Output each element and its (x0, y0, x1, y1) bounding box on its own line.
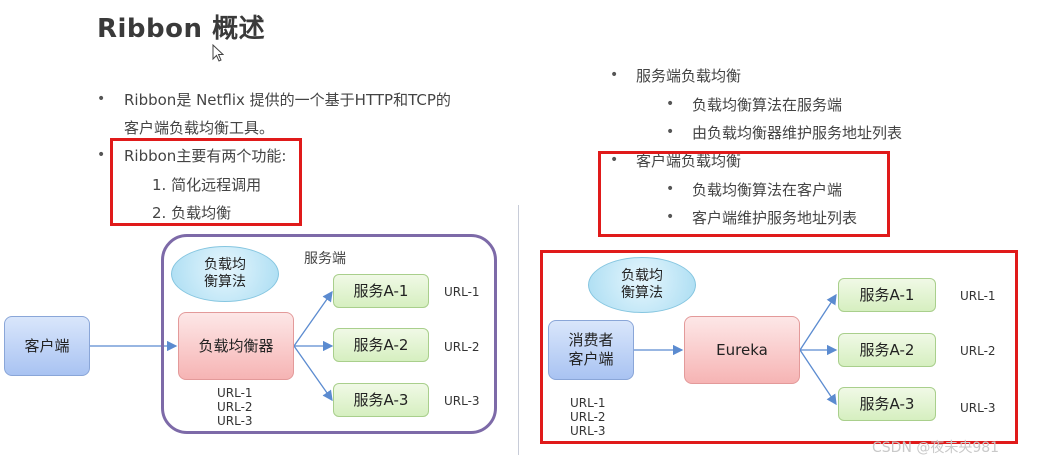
consumer-client-node: 消费者 客户端 (548, 320, 634, 380)
bullet-dot: • (97, 91, 106, 107)
load-balancer-node: 负载均衡器 (178, 312, 294, 380)
page-title: Ribbon 概述 (97, 14, 266, 44)
bullet-dot: • (666, 209, 675, 225)
lb-url-list: URL-1 URL-2 URL-3 (217, 386, 253, 428)
service-a2-url: URL-2 (444, 340, 480, 354)
highlight-box-functions (110, 138, 302, 226)
service-a3-node: 服务A-3 (838, 387, 936, 421)
service-a3-url: URL-3 (444, 394, 480, 408)
service-a2-url: URL-2 (960, 344, 996, 358)
client-node: 客户端 (4, 316, 90, 376)
function-item-remote-call: 1. 简化远程调用 (152, 176, 262, 194)
bullet-ribbon-intro-line1: Ribbon是 Netflix 提供的一个基于HTTP和TCP的 (124, 91, 451, 109)
bullet-dot: • (666, 181, 675, 197)
highlight-box-client-diagram (540, 250, 1018, 444)
bullet-dot: • (610, 152, 619, 168)
bullet-dot: • (666, 96, 675, 112)
bullet-server-lb-algorithm: 负载均衡算法在服务端 (692, 96, 843, 114)
service-a3-url: URL-3 (960, 401, 996, 415)
service-a1-url: URL-1 (444, 285, 480, 299)
bullet-dot: • (610, 67, 619, 83)
service-a2-node: 服务A-2 (333, 328, 429, 362)
bullet-server-lb: 服务端负载均衡 (636, 67, 742, 85)
highlight-box-client-lb (598, 151, 890, 237)
bullet-dot: • (666, 124, 675, 140)
function-item-load-balance: 2. 负载均衡 (152, 204, 232, 222)
bullet-client-lb-list: 客户端维护服务地址列表 (692, 209, 858, 227)
section-divider (518, 205, 519, 455)
service-a3-node: 服务A-3 (333, 383, 429, 417)
bullet-ribbon-functions: Ribbon主要有两个功能: (124, 147, 287, 165)
bullet-client-lb: 客户端负载均衡 (636, 152, 742, 170)
server-side-group (161, 234, 497, 434)
bullet-dot: • (97, 147, 106, 163)
lb-algorithm-cloud: 负载均 衡算法 (588, 257, 696, 313)
service-a2-node: 服务A-2 (838, 333, 936, 367)
mouse-cursor-icon (212, 44, 224, 62)
service-a1-url: URL-1 (960, 289, 996, 303)
eureka-node: Eureka (684, 316, 800, 384)
service-a1-node: 服务A-1 (838, 278, 936, 312)
lb-algorithm-cloud: 负载均 衡算法 (171, 246, 279, 302)
bullet-client-lb-algorithm: 负载均衡算法在客户端 (692, 181, 843, 199)
service-a1-node: 服务A-1 (333, 274, 429, 308)
bullet-server-lb-list: 由负载均衡器维护服务地址列表 (692, 124, 903, 142)
watermark: CSDN @夜未央981 (872, 440, 1000, 456)
server-side-label: 服务端 (304, 251, 346, 267)
consumer-url-list: URL-1 URL-2 URL-3 (570, 396, 606, 438)
bullet-ribbon-intro-line2: 客户端负载均衡工具。 (124, 119, 275, 137)
